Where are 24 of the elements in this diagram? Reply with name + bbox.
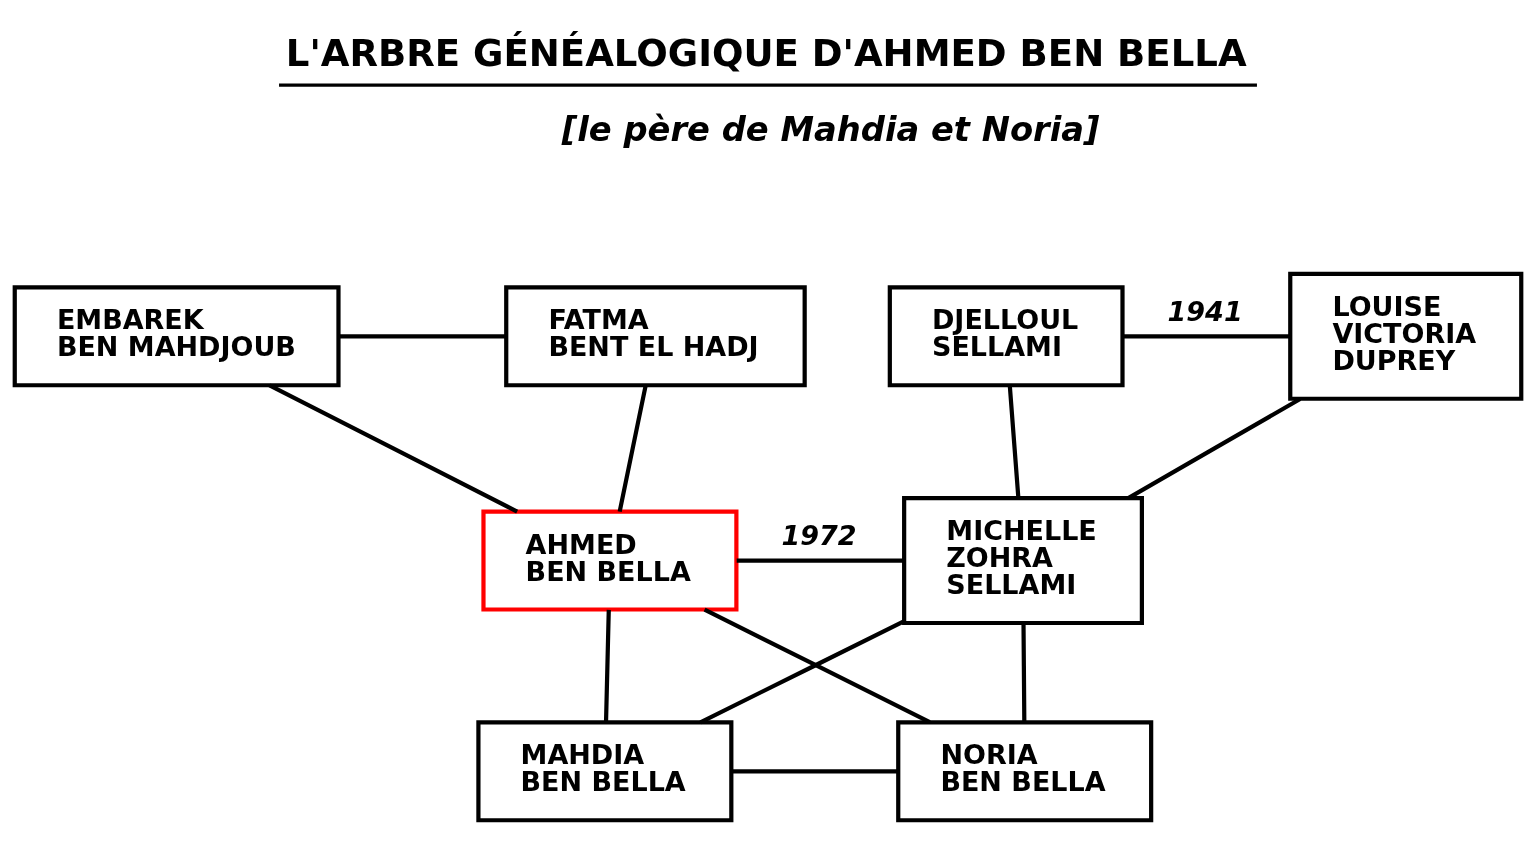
node-box: FATMA BENT EL HADJ [504, 285, 807, 388]
node-box: EMBAREK BEN MAHDJOUB [12, 285, 341, 388]
node-box: MAHDIA BEN BELLA [476, 720, 734, 823]
node-box: DJELLOUL SELLAMI [887, 285, 1125, 388]
connector [731, 769, 898, 774]
connector [699, 619, 905, 725]
connector [617, 385, 648, 513]
node-box: MICHELLE ZOHRA SELLAMI [902, 496, 1144, 626]
connector [338, 334, 506, 339]
node-box: LOUISE VICTORIA DUPREY [1288, 271, 1524, 401]
connector [703, 607, 931, 725]
node-box: NORIA BEN BELLA [896, 720, 1154, 823]
label: [le père de Mahdia et Noria] [561, 109, 1100, 149]
edge-label: 1972 [781, 520, 857, 552]
connector [1122, 334, 1290, 339]
edge-label: 1941 [1167, 295, 1243, 327]
diagram-title: L'ARBRE GÉNÉALOGIQUE D'AHMED BEN BELLA [285, 31, 1247, 75]
connector [1007, 385, 1021, 499]
connector [268, 383, 519, 514]
connector [1021, 623, 1027, 723]
connector [603, 609, 611, 723]
node-box: AHMED BEN BELLA [481, 509, 739, 612]
connector [736, 558, 904, 563]
connector [1127, 397, 1302, 500]
